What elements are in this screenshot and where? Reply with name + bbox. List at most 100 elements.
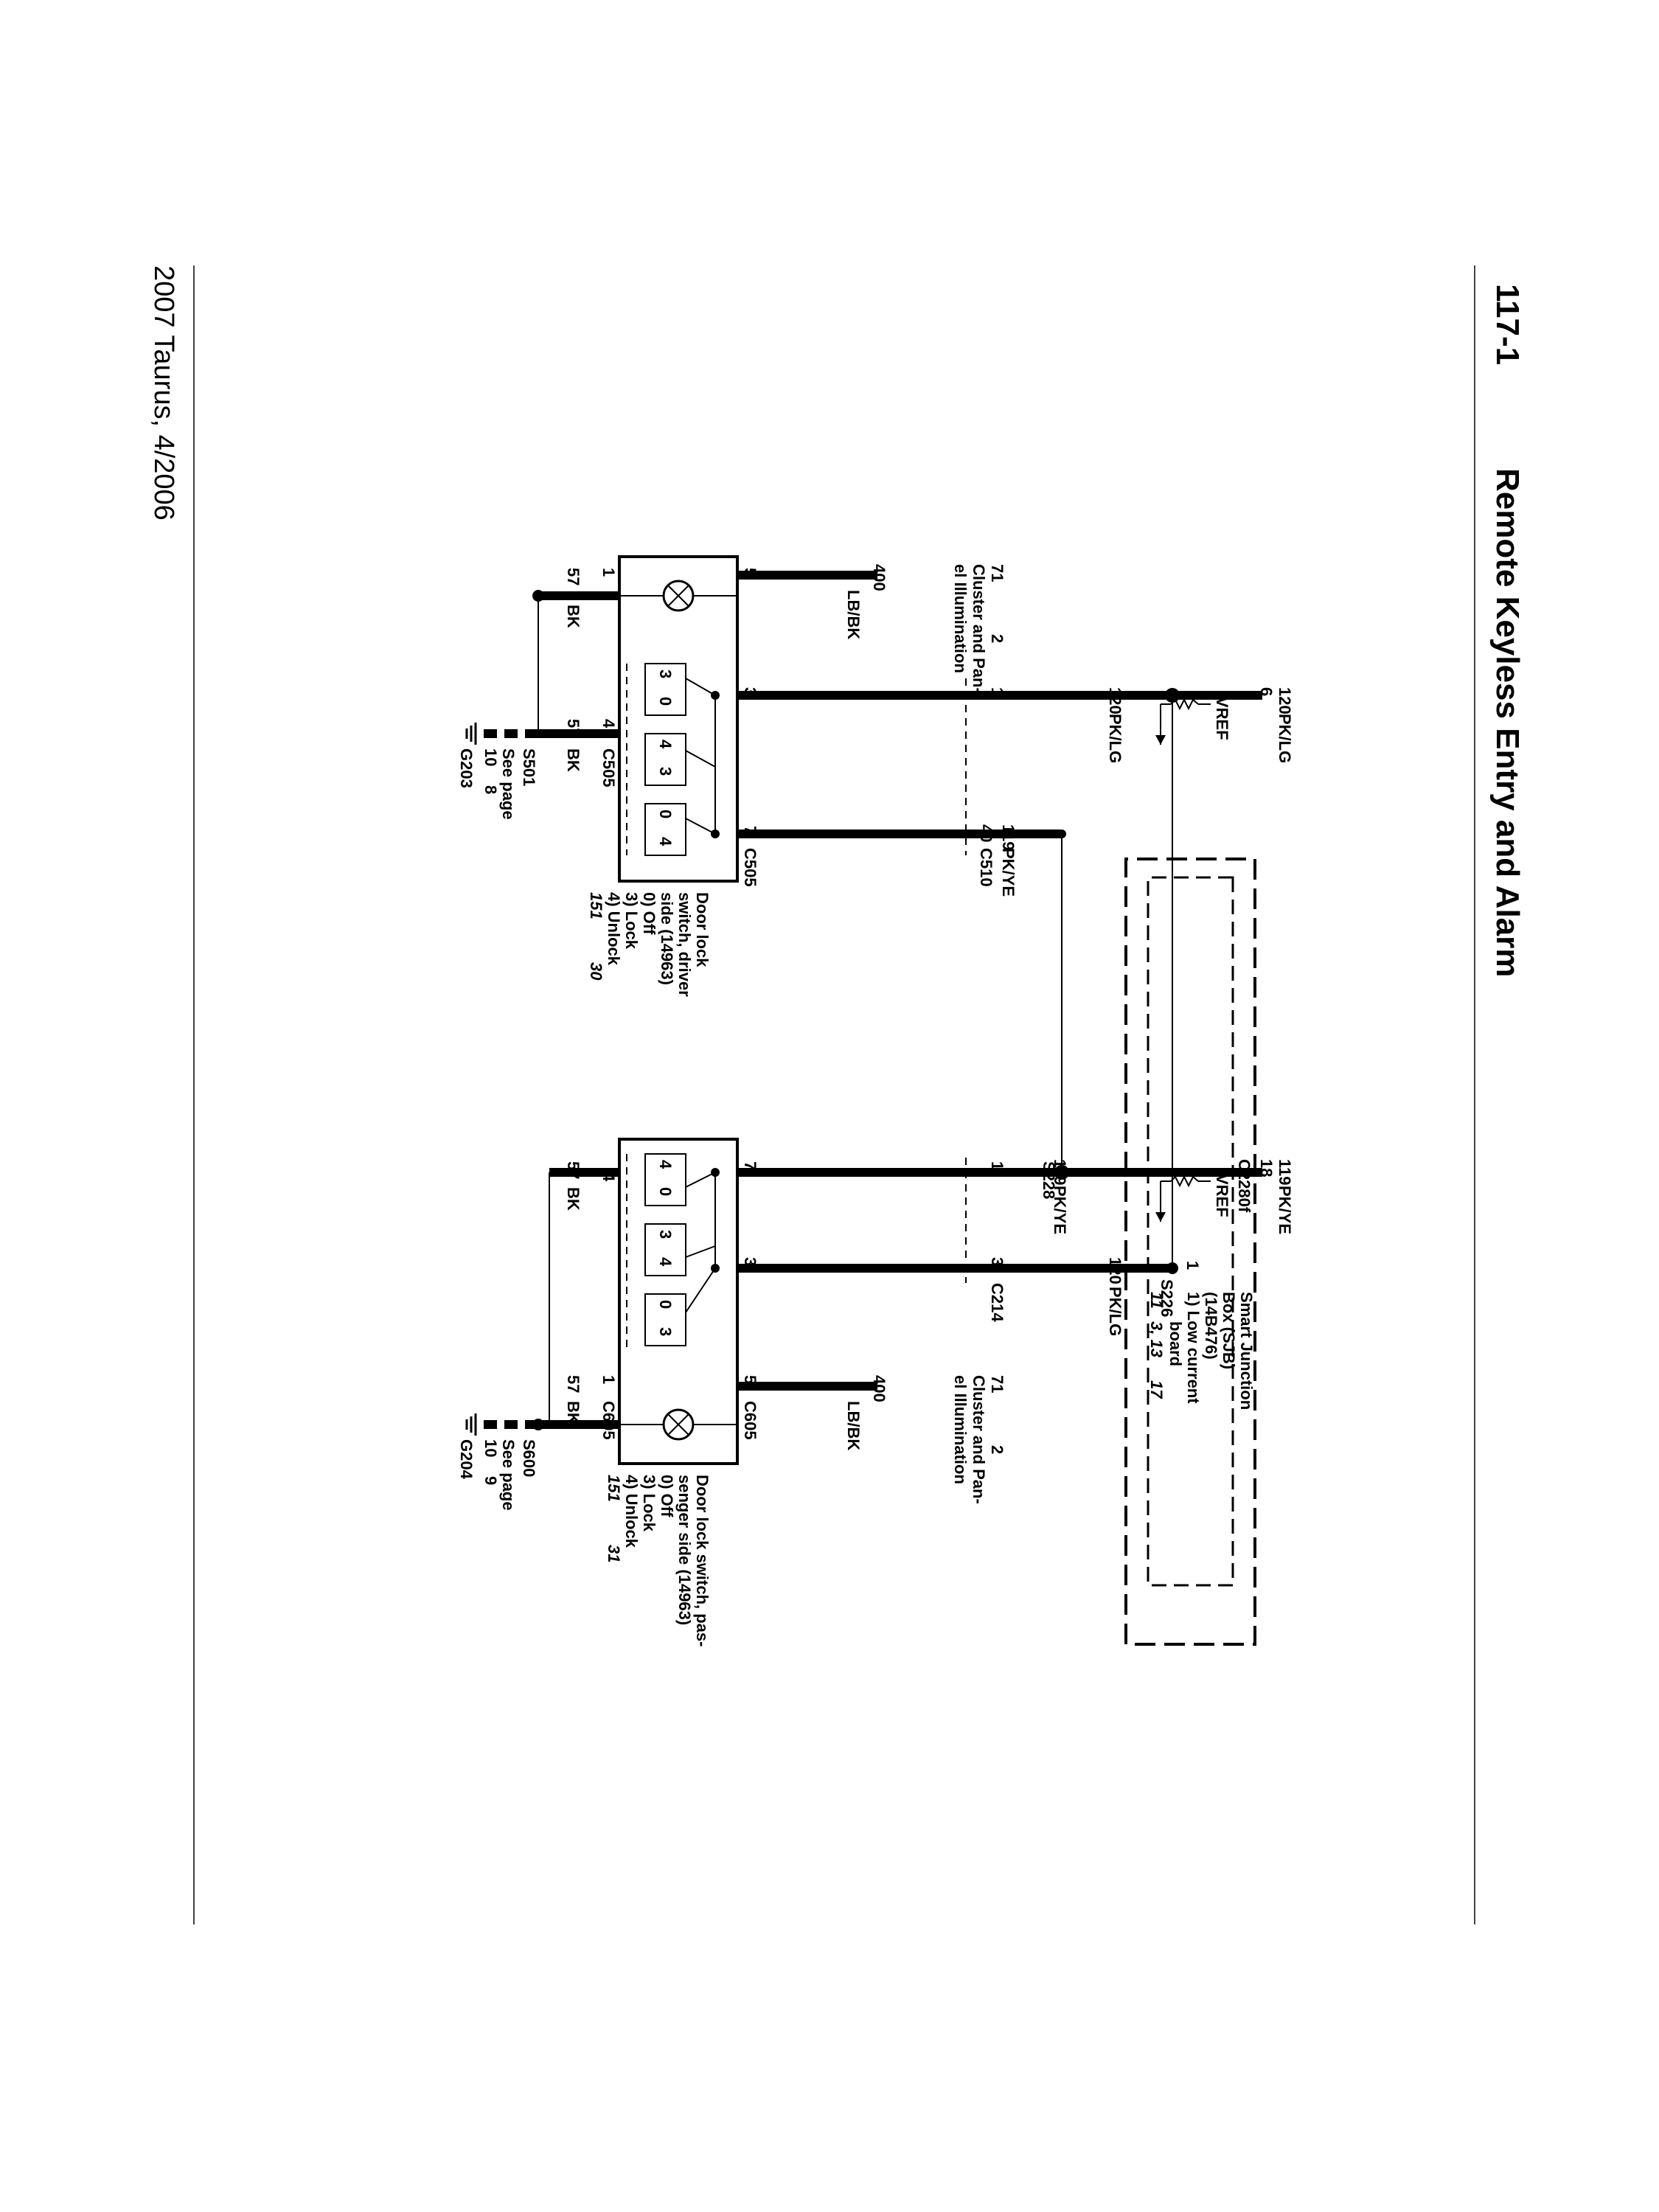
connector-c510: C510 [977,848,995,887]
driver-contact-b: 0 [656,697,675,706]
passenger-pin-3: 3 [741,1257,759,1266]
connector-c605-top: C605 [741,1401,759,1440]
driver-pin-4: 4 [599,719,618,728]
illum-passenger-line2: el Illumination [951,1375,970,1484]
vref-label-passenger: VREF [1213,1174,1231,1217]
illum-driver-line1: Cluster and Pan- [970,564,988,693]
page-title: Remote Keyless Entry and Alarm [1489,468,1526,977]
c214-pin-1: 1 [988,1161,1006,1170]
driver-switch-ref-1: 151 [587,892,605,919]
passenger-switch-blade-1 [685,1172,716,1188]
ground-passenger-grid: 9 [481,1476,500,1485]
splice-s600: S600 [520,1439,538,1477]
vref-diode-driver [1155,735,1166,745]
page-number: 117-1 [1489,284,1526,365]
driver-switch-ref-2: 30 [587,962,605,981]
footer-vehicle: 2007 Taurus, 4/2006 [148,265,179,521]
driver-switch-name-3: side (14963) [658,892,676,985]
sjb-note: 1) Low current [1184,1292,1203,1404]
driver-switch-blade-3 [685,818,716,835]
illum-driver-page: 2 [988,634,1006,643]
wire-pk-lg-1-circuit: 120 [1276,687,1294,714]
driver-contact-a: 3 [656,669,675,678]
passenger-contact-a: 4 [656,1160,675,1169]
wire-pk-lg-3-circuit: 120 [1106,1257,1124,1284]
ground-driver-grid: 8 [481,785,500,794]
sjb-low-current-board [1147,876,1234,1587]
passenger-contact-f: 3 [656,1327,675,1336]
sjb-part-number: (14B476) [1202,1292,1220,1360]
wire-bk-d1-color: BK [564,605,582,628]
ground-passenger-see: See page [499,1439,518,1511]
ground-driver-see: See page [499,748,518,820]
wire-pk-ye-1-circuit: 119 [1276,1159,1294,1186]
wire-pk-ye-3-circuit: 119 [999,824,1018,851]
wire-pk-lg-3-color: PK/LG [1106,1287,1124,1336]
driver-contact-block-3 [644,803,686,856]
wire-pk-ye-3-color: PK/YE [999,848,1018,897]
wire-bk-p2-circuit: 57 [564,1375,582,1393]
ground-g204: G204 [457,1439,476,1480]
passenger-contact-block-1 [644,1153,686,1206]
wire-bk-p1-color: BK [564,1187,582,1211]
splice-s228: S228 [1040,1161,1058,1199]
wire-lb-bk-passenger-color: LB/BK [844,1401,863,1450]
driver-contact-c: 4 [656,740,675,749]
driver-contact-block-1 [644,663,686,716]
passenger-switch-body [618,1138,739,1465]
passenger-contact-d: 4 [656,1257,675,1267]
passenger-pin-1: 1 [599,1375,618,1384]
passenger-switch-blade-3 [685,1267,716,1313]
ground-g203: G203 [457,748,476,788]
driver-switch-blade-2 [685,750,716,768]
passenger-contact-c: 3 [656,1230,675,1239]
wire-pk-lg-2-color: PK/LG [1106,714,1124,763]
passenger-pin-5: 5 [741,1375,759,1384]
splice-s501: S501 [520,748,538,786]
connector-c505-bottom: C505 [599,748,618,787]
driver-contact-block-2 [644,733,686,786]
vref-label-driver: VREF [1213,697,1231,740]
passenger-contact-block-3 [644,1293,686,1346]
passenger-switch-name: Door lock switch, pas- [693,1475,712,1647]
sjb-name: Smart Junction [1237,1292,1256,1410]
illum-passenger-page: 2 [988,1445,1006,1454]
sjb-page-ref-2: 3, 13 [1147,1321,1166,1357]
driver-pin-5: 5 [741,568,759,577]
illum-driver-line2: el Illumination [951,564,970,673]
wire-pk-ye-2-color: PK/YE [1051,1186,1069,1234]
wire-bk-d2-circuit: 57 [564,719,582,737]
sjb-note-2: board [1166,1321,1185,1366]
passenger-switch-name-2: senger side (14963) [675,1475,694,1625]
ground-icon-passenger [465,1413,477,1436]
wire-lb-bk-driver-circuit: 400 [870,564,888,591]
wire-pk-lg-1-color: PK/LG [1276,714,1294,763]
driver-pin-1: 1 [599,568,618,577]
passenger-pin-7: 7 [741,1161,759,1170]
sjb-page-ref-3: 17 [1147,1380,1166,1399]
driver-switch-pos-0: 0) Off [640,892,658,935]
connector-c2280f: C2280f [1235,1159,1253,1213]
driver-switch-pos-3: 3) Lock [622,892,641,950]
wire-pk-ye-2-circuit: 119 [1051,1159,1069,1186]
passenger-switch-pos-0: 0) Off [658,1475,676,1517]
passenger-contact-b: 0 [656,1187,675,1196]
connector-c505-top: C505 [741,848,759,887]
sjb-page-ref-1: 11 [1147,1292,1166,1309]
c510-pin-1: 1 [988,687,1006,696]
wire-bk-p1-circuit: 57 [564,1161,582,1179]
illum-passenger-line1: Cluster and Pan- [970,1375,988,1504]
driver-switch-name-2: switch, driver [675,892,694,997]
wire-bk-d1-circuit: 57 [564,568,582,585]
driver-pin-7: 7 [741,826,759,835]
passenger-switch-blade-2 [685,1245,716,1258]
illum-driver-circuit: 71 [988,564,1006,582]
driver-switch-name: Door lock [693,892,712,967]
passenger-contact-block-2 [644,1223,686,1276]
ground-passenger-page: 10 [481,1439,500,1457]
wire-bk-d2-color: BK [564,748,582,772]
passenger-switch-pos-3: 3) Lock [640,1475,658,1532]
driver-switch-pos-4: 4) Unlock [605,892,623,966]
driver-switch-blade-1 [685,678,716,696]
